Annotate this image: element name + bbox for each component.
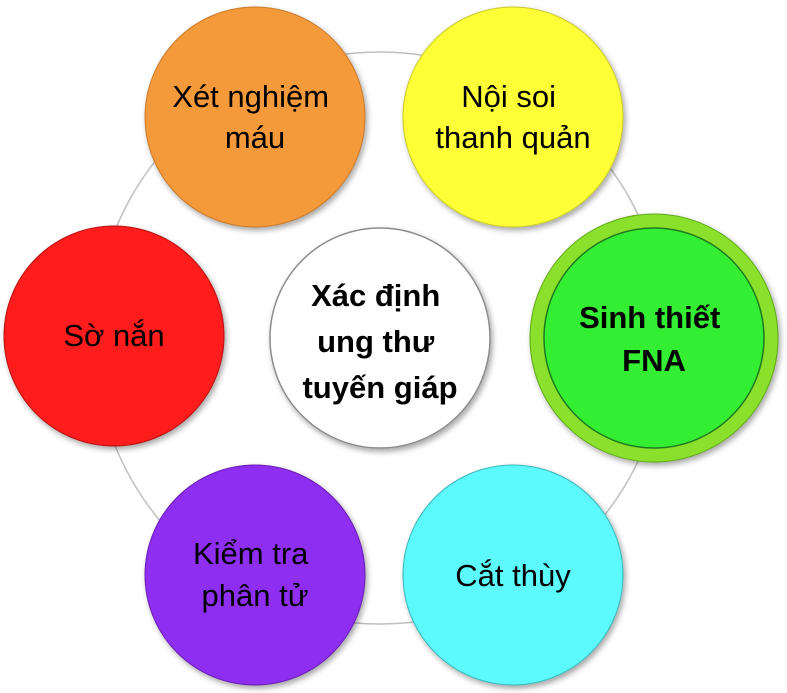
node-label-line: FNA — [622, 343, 686, 378]
node-label-line: Sờ nắn — [63, 318, 164, 353]
node-label-xet-nghiem-mau: Xét nghiệm máu — [172, 79, 337, 155]
node-so-nan: Sờ nắn — [3, 225, 225, 447]
node-label-line: Sinh thiết — [579, 300, 720, 335]
center-label-line: tuyến giáp — [302, 370, 457, 405]
node-label-noi-soi-thanh-quan: Nội soi thanh quản — [435, 79, 590, 155]
node-kiem-tra-phan-tu: Kiểm tra phân tử — [144, 464, 366, 686]
center-label: Xác định ung thư tuyến giáp — [302, 278, 457, 405]
node-label-line: Cắt thùy — [455, 558, 571, 593]
center-label-line: ung thư — [317, 324, 435, 359]
node-cat-thuy: Cắt thùy — [402, 464, 624, 686]
node-xet-nghiem-mau: Xét nghiệm máu — [144, 6, 366, 228]
node-label-so-nan: Sờ nắn — [63, 318, 164, 353]
node-label-line: thanh quản — [435, 120, 590, 155]
node-circle-cat-thuy — [402, 464, 624, 686]
node-label-line: Xét nghiệm — [172, 79, 329, 114]
node-label-cat-thuy: Cắt thùy — [455, 558, 571, 593]
node-label-kiem-tra-phan-tu: Kiểm tra phân tử — [193, 536, 317, 613]
center-circle — [269, 227, 491, 449]
node-label-sinh-thiet-fna: Sinh thiết FNA — [579, 300, 729, 378]
node-circle-sinh-thiet-fna — [543, 227, 765, 449]
node-label-line: Kiểm tra — [193, 536, 309, 571]
node-label-line: Nội soi — [461, 79, 556, 114]
node-label-line: máu — [225, 120, 285, 155]
node-circle-kiem-tra-phan-tu — [144, 464, 366, 686]
node-label-line: phân tử — [202, 578, 309, 613]
center-node: Xác định ung thư tuyến giáp — [269, 227, 491, 449]
node-circle-xet-nghiem-mau — [144, 6, 366, 228]
node-circle-so-nan — [3, 225, 225, 447]
node-sinh-thiet-fna: Sinh thiết FNA — [529, 213, 779, 463]
center-label-line: Xác định — [311, 278, 440, 313]
node-circle-noi-soi-thanh-quan — [402, 6, 624, 228]
node-noi-soi-thanh-quan: Nội soi thanh quản — [402, 6, 624, 228]
